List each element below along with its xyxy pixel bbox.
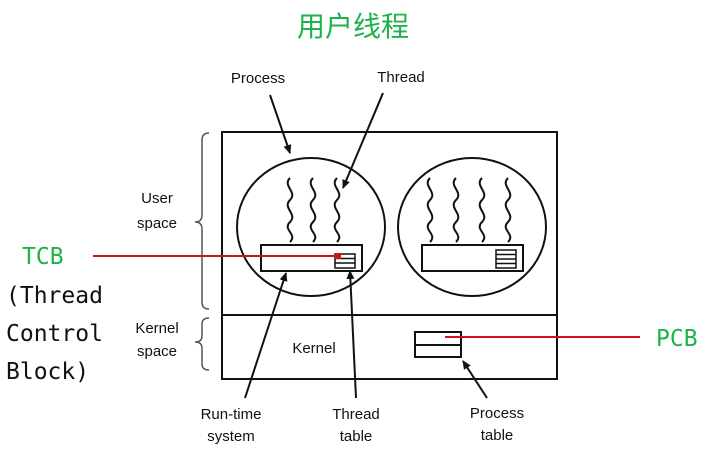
tcb-pointer-end [335, 253, 341, 259]
runtime-system-label-1: Run-time [201, 406, 262, 423]
threads-process-1 [286, 177, 341, 243]
user-space-label-1: User [141, 190, 173, 207]
process-circle-2 [397, 157, 547, 297]
process-table-label-2: table [481, 427, 514, 444]
user-space-label-2: space [137, 215, 177, 232]
runtime-system-arrow [244, 272, 288, 399]
threads-process-2 [426, 177, 512, 243]
user-space-brace [194, 132, 210, 310]
thread-table-label-2: table [340, 428, 373, 445]
kernel-label: Kernel [292, 340, 335, 357]
tcb-label: TCB [22, 244, 64, 270]
thread-arrow [342, 92, 384, 189]
thread-table-label-1: Thread [332, 406, 380, 423]
kernel-space-brace [194, 317, 210, 371]
thread-table-2 [495, 249, 517, 269]
tcb-desc-3: Block) [6, 359, 89, 385]
process-table-label-1: Process [470, 405, 524, 422]
process-table-arrow [462, 360, 488, 399]
tcb-desc-2: Control [6, 321, 103, 347]
kernel-space-label-2: space [137, 343, 177, 360]
process-circle-1 [236, 157, 386, 297]
kernel-space-label-1: Kernel [135, 320, 178, 337]
thread-label: Thread [377, 69, 425, 86]
runtime-system-label-2: system [207, 428, 255, 445]
process-table [414, 331, 462, 358]
process-label: Process [231, 70, 285, 87]
tcb-desc-1: (Thread [6, 283, 103, 309]
pcb-label: PCB [656, 326, 698, 352]
process-arrow [269, 94, 292, 154]
diagram-title: 用户线程 [297, 10, 409, 43]
thread-table-arrow [346, 270, 357, 399]
